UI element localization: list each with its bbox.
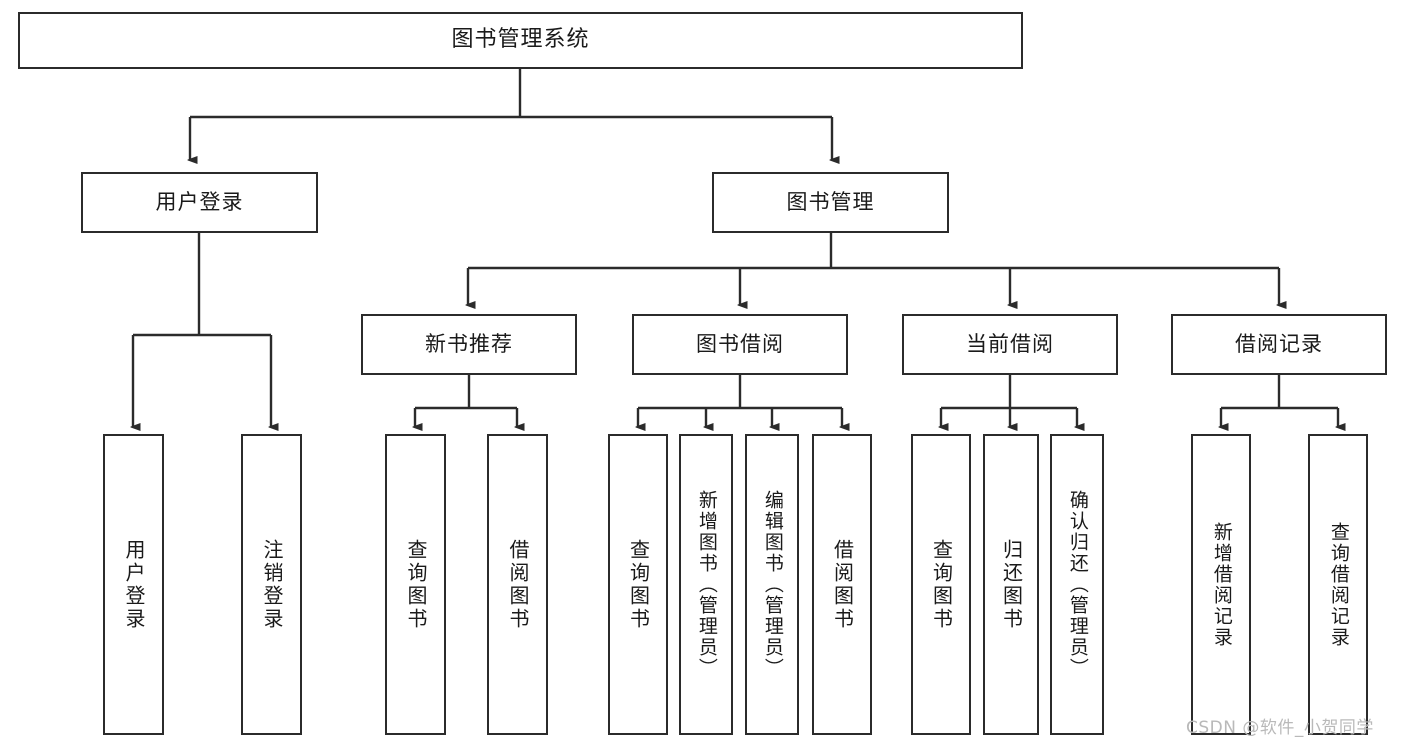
leaf-label: 查询借阅记录 bbox=[1327, 521, 1350, 648]
leaf-label: 查询图书 bbox=[626, 538, 651, 631]
leaf-book-borrow-edit-book-admin[interactable]: 编辑图书（管理员） bbox=[745, 434, 799, 735]
node-new-book-recommend[interactable]: 新书推荐 bbox=[361, 314, 577, 375]
node-current-borrow[interactable]: 当前借阅 bbox=[902, 314, 1118, 375]
leaf-label: 借阅图书 bbox=[830, 538, 855, 631]
node-book-management[interactable]: 图书管理 bbox=[712, 172, 949, 233]
node-label: 图书管理系统 bbox=[451, 27, 590, 53]
leaf-current-borrow-query-book[interactable]: 查询图书 bbox=[911, 434, 971, 735]
leaf-label: 查询图书 bbox=[404, 538, 428, 631]
leaf-label: 查询图书 bbox=[929, 538, 954, 631]
leaf-book-borrow-query-book[interactable]: 查询图书 bbox=[608, 434, 668, 735]
node-book-borrow[interactable]: 图书借阅 bbox=[632, 314, 848, 375]
leaf-user-login-logout[interactable]: 注销登录 bbox=[241, 434, 302, 735]
leaf-label: 用户登录 bbox=[122, 538, 146, 631]
node-label: 用户登录 bbox=[155, 189, 244, 214]
watermark: CSDN @软件_小贺同学 bbox=[1186, 718, 1374, 738]
node-root-book-management-system[interactable]: 图书管理系统 bbox=[18, 12, 1023, 69]
leaf-current-borrow-confirm-return-admin[interactable]: 确认归还（管理员） bbox=[1050, 434, 1104, 735]
node-borrow-record[interactable]: 借阅记录 bbox=[1171, 314, 1387, 375]
leaf-label: 借阅图书 bbox=[506, 538, 530, 631]
node-label: 图书借阅 bbox=[696, 331, 784, 356]
node-label: 借阅记录 bbox=[1235, 331, 1323, 356]
node-user-login[interactable]: 用户登录 bbox=[81, 172, 318, 233]
node-label: 新书推荐 bbox=[425, 331, 513, 356]
leaf-new-book-borrow-book[interactable]: 借阅图书 bbox=[487, 434, 548, 735]
leaf-borrow-record-add-record[interactable]: 新增借阅记录 bbox=[1191, 434, 1251, 735]
node-label: 当前借阅 bbox=[966, 331, 1054, 356]
leaf-label: 确认归还（管理员） bbox=[1066, 490, 1089, 679]
leaf-book-borrow-borrow-book[interactable]: 借阅图书 bbox=[812, 434, 872, 735]
leaf-book-borrow-add-book-admin[interactable]: 新增图书（管理员） bbox=[679, 434, 733, 735]
leaf-label: 注销登录 bbox=[260, 538, 284, 631]
leaf-borrow-record-query-record[interactable]: 查询借阅记录 bbox=[1308, 434, 1368, 735]
leaf-user-login-login[interactable]: 用户登录 bbox=[103, 434, 164, 735]
leaf-label: 归还图书 bbox=[999, 538, 1024, 631]
node-label: 图书管理 bbox=[786, 189, 875, 214]
leaf-label: 新增借阅记录 bbox=[1210, 521, 1233, 648]
leaf-current-borrow-return-book[interactable]: 归还图书 bbox=[983, 434, 1039, 735]
leaf-label: 新增图书（管理员） bbox=[695, 490, 718, 679]
leaf-label: 编辑图书（管理员） bbox=[761, 490, 784, 679]
leaf-new-book-query-book[interactable]: 查询图书 bbox=[385, 434, 446, 735]
